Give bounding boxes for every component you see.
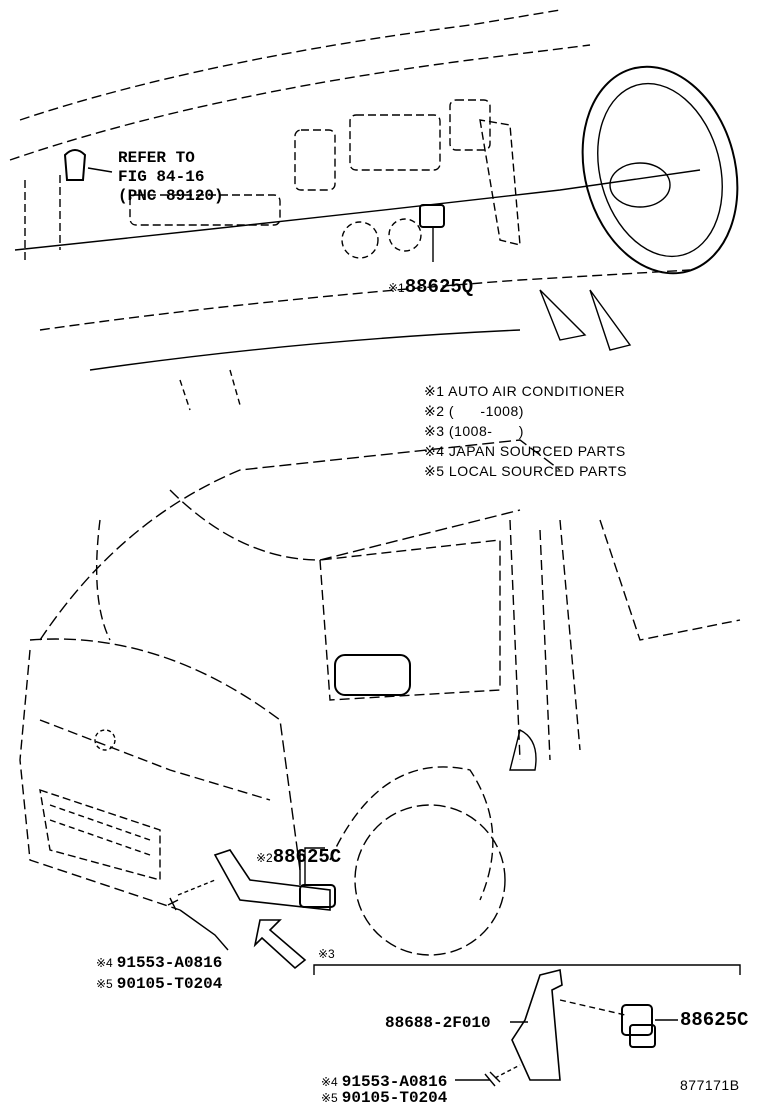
legend-item: ※4 JAPAN SOURCED PARTS — [424, 443, 626, 459]
part-label-detail-bolt-local: ※5 90105-T0204 — [321, 1089, 448, 1107]
part-label-bolt-local: ※5 90105-T0204 — [96, 975, 223, 993]
part-number: 88625Q — [404, 276, 474, 298]
figure-id: 877171B — [680, 1077, 740, 1093]
detail-illustration — [179, 847, 741, 1087]
part-label-detail-bolt-japan: ※4 91553-A0816 — [321, 1073, 448, 1091]
part-label-88625Q: ※188625Q — [372, 262, 473, 313]
legend-item: ※1 AUTO AIR CONDITIONER — [424, 383, 626, 399]
legend-item: ※5 LOCAL SOURCED PARTS — [424, 463, 627, 479]
dashboard-illustration — [9, 9, 739, 411]
detail-mark: ※3 — [318, 947, 335, 961]
refer-line3: (PNC 89120) — [118, 187, 224, 205]
refer-line1: REFER TO — [118, 149, 195, 167]
part-label-bracket: 88688-2F010 — [385, 1014, 491, 1032]
legend-item: ※2 ( -1008) — [424, 403, 524, 419]
refer-line2: FIG 84-16 — [118, 168, 205, 186]
part-mark: ※1 — [388, 281, 405, 295]
van-illustration — [19, 439, 741, 970]
legend-item: ※3 (1008- ) — [424, 423, 524, 439]
part-label-detail-sensor: 88625C — [680, 1009, 749, 1031]
part-label-sensor: ※288625C — [256, 846, 342, 868]
part-label-bolt-japan: ※4 91553-A0816 — [96, 954, 223, 972]
